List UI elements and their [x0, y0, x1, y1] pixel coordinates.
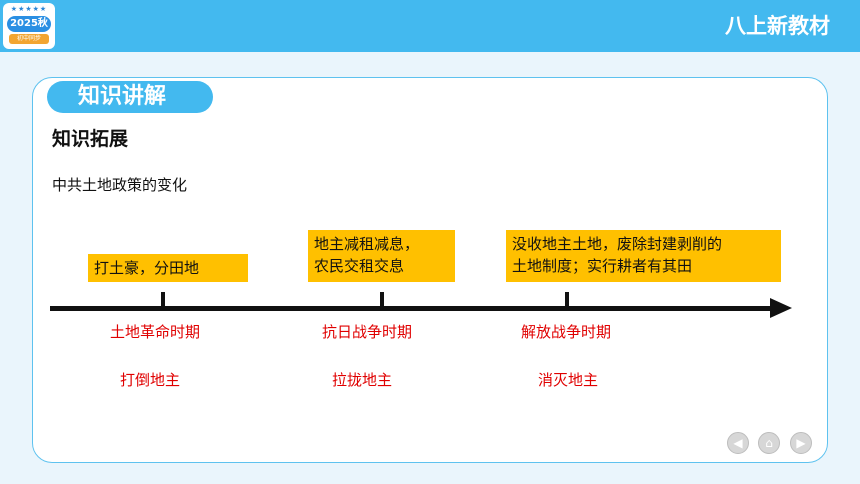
policy-line: 打土豪，分田地	[94, 259, 200, 277]
badge-year: 2025秋	[7, 16, 51, 32]
section-pill-label: 知识讲解	[78, 84, 167, 109]
course-badge-logo: ★★★★★ 2025秋 初中同步	[3, 3, 55, 49]
landlord-policy-label: 打倒地主	[120, 371, 181, 389]
timeline-axis	[50, 306, 772, 311]
section-subtitle: 知识拓展	[52, 128, 129, 150]
period-label: 抗日战争时期	[322, 323, 413, 341]
brand-title: 八上新教材	[725, 14, 830, 38]
next-button[interactable]: ▶	[790, 432, 812, 454]
timeline-tick	[161, 292, 165, 308]
policy-line: 农民交租交息	[314, 257, 405, 275]
landlord-policy-label: 消灭地主	[538, 371, 599, 389]
landlord-policy-label: 拉拢地主	[332, 371, 393, 389]
policy-box: 打土豪，分田地	[88, 254, 248, 282]
policy-line: 没收地主土地，废除封建剥削的	[512, 235, 723, 253]
policy-box: 地主减租减息， 农民交租交息	[308, 230, 455, 282]
badge-stars: ★★★★★	[10, 5, 48, 13]
timeline-arrowhead	[770, 298, 792, 318]
header-bar	[0, 0, 860, 52]
home-button[interactable]: ⌂	[758, 432, 780, 454]
policy-box: 没收地主土地，废除封建剥削的 土地制度；实行耕者有其田	[506, 230, 781, 282]
home-icon: ⌂	[765, 436, 773, 450]
intro-text: 中共土地政策的变化	[52, 176, 188, 194]
policy-line: 土地制度；实行耕者有其田	[512, 257, 693, 275]
timeline-tick	[380, 292, 384, 308]
prev-button[interactable]: ◀	[727, 432, 749, 454]
policy-line: 地主减租减息，	[314, 235, 420, 253]
period-label: 土地革命时期	[110, 323, 201, 341]
timeline-tick	[565, 292, 569, 308]
arrow-left-icon: ◀	[733, 436, 743, 450]
period-label: 解放战争时期	[521, 323, 612, 341]
arrow-right-icon: ▶	[796, 436, 806, 450]
section-pill: 知识讲解	[47, 81, 213, 113]
badge-subtitle: 初中同步	[9, 34, 49, 44]
